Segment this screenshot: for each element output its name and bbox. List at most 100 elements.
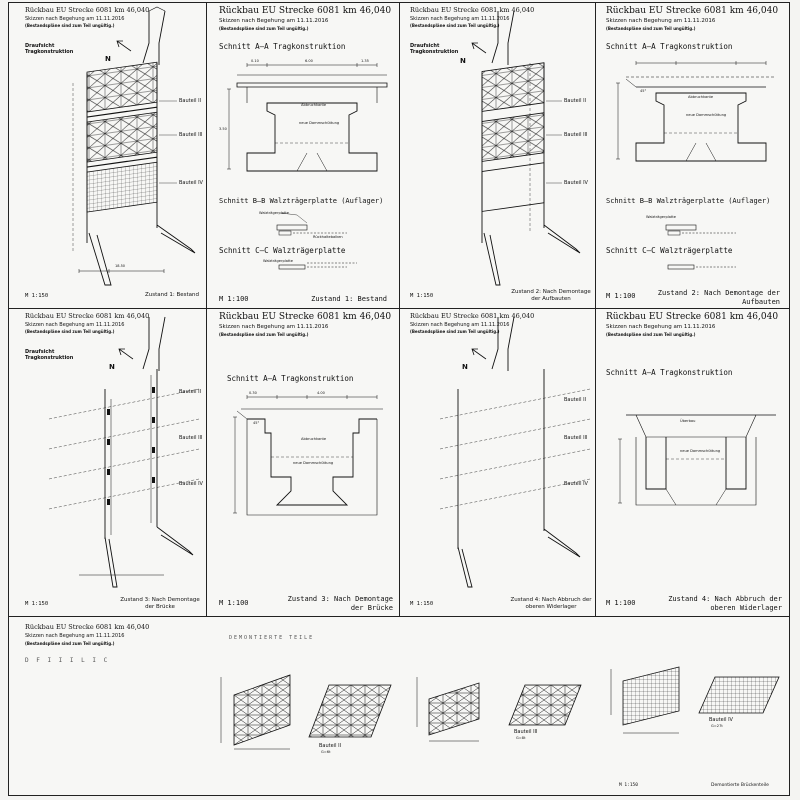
faint-top-text: DEMONTIERTE TEILE (229, 635, 315, 641)
scale-z1-plan: M 1:150 (25, 293, 49, 299)
state-z1-sect: Zustand 1: Bestand (311, 295, 387, 303)
plan-note: (Bestandspläne sind zum Teil ungültig.) (606, 26, 696, 31)
rueckhaltebalken-label: Rückhaltebalken (313, 235, 343, 239)
subtitle: Skizzen nach Begehung am 11.11.2016 (25, 322, 125, 328)
panel-z3-sections: Rückbau EU Strecke 6081 km 46,040 Skizze… (207, 309, 400, 617)
draufsicht-label-1: Draufsicht (25, 349, 55, 355)
project-title: Rückbau EU Strecke 6081 km 46,040 (410, 6, 535, 14)
section-drawings-z1 (227, 63, 388, 270)
draufsicht-label-2: Tragkonstruktion (410, 49, 459, 55)
subtitle: Skizzen nach Begehung am 11.11.2016 (25, 633, 125, 639)
scale-z3-sect: M 1:100 (219, 599, 249, 607)
section-b-title: Schnitt B–B Walzträgerplatte (Auflager) (606, 197, 771, 205)
state-z4-sect: Zustand 4: Nach Abbruch der oberen Wider… (668, 595, 782, 612)
bauteil-3-label: Bauteil III (564, 132, 588, 138)
bauteil-4-label: Bauteil IV (564, 481, 588, 487)
plan-note: (Bestandspläne sind zum Teil ungültig.) (25, 23, 115, 28)
scale-z2-plan: M 1:150 (410, 293, 434, 299)
scale-z1-sect: M 1:100 (219, 295, 249, 303)
state-z2-plan: Zustand 2: Nach Demontage der Aufbauten (511, 289, 591, 302)
subtitle: Skizzen nach Begehung am 11.11.2016 (606, 324, 716, 330)
dammschuettung-label: neue Dammschüttung (680, 449, 721, 453)
walztraeger-label: Walzträgerplatte (259, 211, 289, 215)
abbruchkante-label: Abbruchkante (301, 437, 327, 441)
scale-z4-sect: M 1:100 (606, 599, 636, 607)
plan-note: (Bestandspläne sind zum Teil ungültig.) (410, 329, 500, 334)
section-drawings-z2 (616, 61, 776, 270)
scale-parts: M 1:150 (619, 783, 638, 788)
project-title: Rückbau EU Strecke 6081 km 46,040 (219, 312, 392, 322)
state-z1-plan: Zustand 1: Bestand (145, 292, 199, 298)
section-drawings-z4 (618, 414, 776, 506)
draufsicht-label-2: Tragkonstruktion (25, 355, 74, 361)
north-label: N (460, 57, 466, 65)
panel-z4-sections: Rückbau EU Strecke 6081 km 46,040 Skizze… (596, 309, 789, 617)
section-c-title: Schnitt C–C Walzträgerplatte (219, 246, 346, 255)
dim-c: 1.35 (361, 59, 369, 63)
section-c-title: Schnitt C–C Walzträgerplatte (606, 246, 733, 255)
section-a-title: Schnitt A–A Tragkonstruktion (227, 374, 354, 383)
bauteil-4-label: Bauteil IV (179, 180, 203, 186)
plan-note: (Bestandspläne sind zum Teil ungültig.) (606, 332, 696, 337)
subtitle: Skizzen nach Begehung am 11.11.2016 (410, 322, 510, 328)
subtitle: Skizzen nach Begehung am 11.11.2016 (606, 18, 716, 24)
panel-z3-plan: Rückbau EU Strecke 6081 km 46,040 Skizze… (9, 309, 207, 617)
draufsicht-label-1: Draufsicht (25, 43, 55, 49)
scale-z2-sect: M 1:100 (606, 292, 636, 300)
dammschuettung-label: neue Dammschüttung (299, 121, 340, 125)
abbruchkante-label: Abbruchkante (688, 95, 714, 99)
part-bauteil-3-weight: G=8t (516, 736, 526, 740)
plan-note: (Bestandspläne sind zum Teil ungültig.) (25, 329, 115, 334)
slope-dim: 45° (640, 89, 647, 93)
dammschuettung-label: neue Dammschüttung (293, 461, 334, 465)
scale-z3-plan: M 1:150 (25, 601, 49, 607)
draufsicht-label-2: Tragkonstruktion (25, 49, 74, 55)
part-bauteil-2-label: Bauteil II (319, 743, 342, 749)
bauteil-3-label: Bauteil III (179, 132, 203, 138)
project-title: Rückbau EU Strecke 6081 km 46,040 (410, 312, 535, 320)
panel-z1-sections: Rückbau EU Strecke 6081 km 46,040 Skizze… (207, 3, 400, 309)
panel-z2-sections: Rückbau EU Strecke 6081 km 46,040 Skizze… (596, 3, 789, 309)
section-b-title: Schnitt B–B Walzträgerplatte (Auflager) (219, 197, 384, 205)
bauteil-3-label: Bauteil III (179, 435, 203, 441)
bauteil-4-label: Bauteil IV (179, 481, 203, 487)
plan-note: (Bestandspläne sind zum Teil ungültig.) (410, 23, 500, 28)
state-z4-plan: Zustand 4: Nach Abbruch der oberen Wider… (510, 597, 592, 610)
north-label: N (109, 363, 115, 371)
section-drawings-z3 (233, 395, 383, 516)
part-bauteil-2-weight: G=6t (321, 750, 331, 754)
state-z3-plan: Zustand 3: Nach Demontage der Brücke (120, 597, 200, 610)
subtitle: Skizzen nach Begehung am 11.11.2016 (219, 18, 329, 24)
project-title: Rückbau EU Strecke 6081 km 46,040 (25, 623, 150, 631)
state-z3-sect: Zustand 3: Nach Demontage der Brücke (287, 595, 393, 612)
faint-left-text: D F I I I L I C (25, 657, 110, 664)
project-title: Rückbau EU Strecke 6081 km 46,040 (219, 6, 392, 16)
walztraeger-label-c: Walzträgerplatte (263, 259, 293, 263)
section-a-title: Schnitt A–A Tragkonstruktion (606, 368, 733, 377)
project-title: Rückbau EU Strecke 6081 km 46,040 (606, 6, 779, 16)
bauteil-2-label: Bauteil II (179, 389, 202, 395)
bauteil-2-label: Bauteil II (564, 397, 587, 403)
drawing-sheet: Rückbau EU Strecke 6081 km 46,040 Skizze… (8, 2, 790, 796)
plan-note: (Bestandspläne sind zum Teil ungültig.) (25, 641, 115, 646)
panel-z4-plan: Rückbau EU Strecke 6081 km 46,040 Skizze… (400, 309, 596, 617)
slope-dim: 45° (253, 421, 260, 425)
project-title: Rückbau EU Strecke 6081 km 46,040 (25, 312, 150, 320)
demounted-parts-drawing (220, 666, 780, 750)
length-dim: 18.50 (115, 264, 126, 268)
plan-drawing-z4 (439, 316, 591, 588)
state-z2-sect: Zustand 2: Nach Demontage der Aufbauten (657, 289, 780, 306)
scale-z4-plan: M 1:150 (410, 601, 434, 607)
draufsicht-label-1: Draufsicht (410, 43, 440, 49)
part-bauteil-3-label: Bauteil III (514, 729, 538, 735)
ueberbau-label: Überbau (680, 419, 696, 423)
project-title: Rückbau EU Strecke 6081 km 46,040 (606, 312, 779, 322)
dammschuettung-label: neue Dammschüttung (686, 113, 727, 117)
part-bauteil-4-label: Bauteil IV (709, 717, 733, 723)
bauteil-4-label: Bauteil IV (564, 180, 588, 186)
walztraeger-label: Walzträgerplatte (646, 215, 676, 219)
bauteil-2-label: Bauteil II (179, 98, 202, 104)
panel-demounted-parts: Rückbau EU Strecke 6081 km 46,040 Skizze… (9, 617, 789, 795)
plan-drawing-z1 (72, 6, 196, 286)
north-label: N (105, 55, 111, 63)
